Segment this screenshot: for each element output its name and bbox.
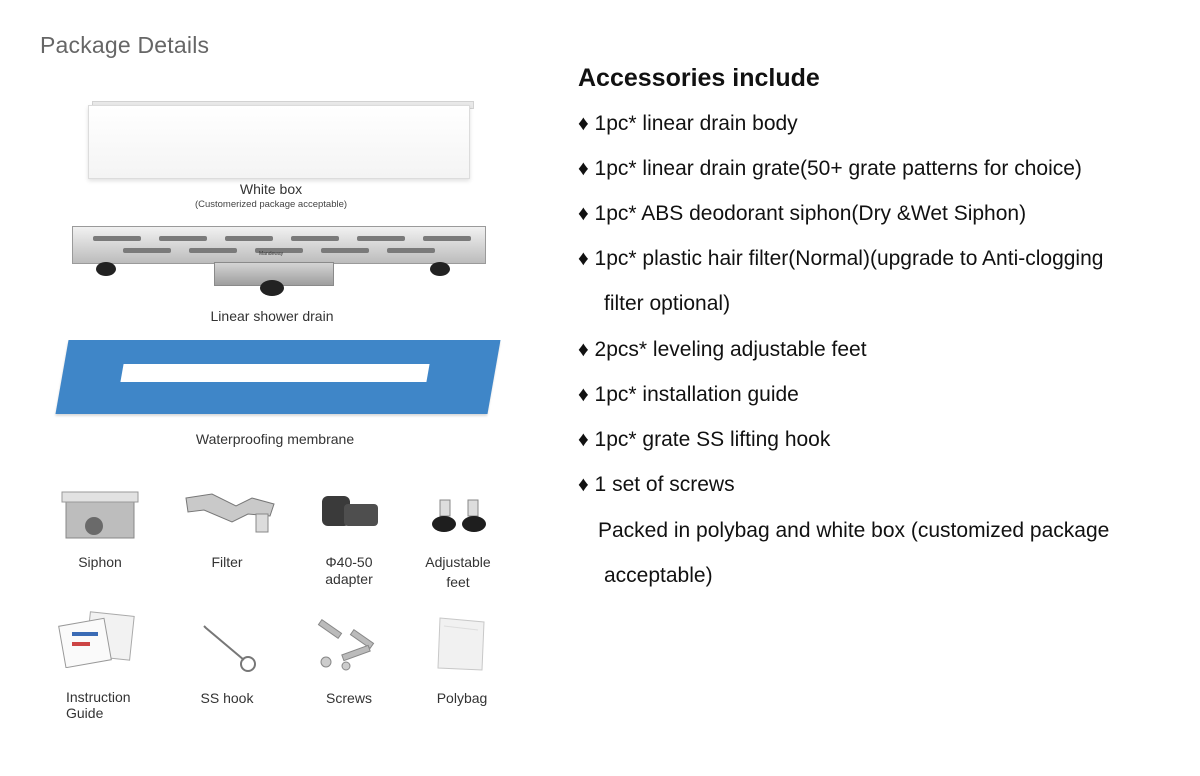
- accessory-item: ♦ 1pc* installation guide: [578, 383, 799, 406]
- screws-icon: [317, 618, 375, 671]
- accessories-title: Accessories include: [578, 64, 820, 92]
- white-box-image: [88, 105, 470, 179]
- linear-drain-image: Mandeway: [72, 226, 486, 264]
- thumb-filter-label: Filter: [211, 554, 243, 570]
- white-box-sublabel: (Customerized package acceptable): [194, 199, 348, 210]
- accessory-item: ♦ 1pc* grate SS lifting hook: [578, 428, 831, 451]
- accessory-item: ♦ 1 set of screws: [578, 473, 735, 496]
- ss-hook-icon: [203, 625, 256, 672]
- linear-drain-label: Linear shower drain: [210, 308, 334, 324]
- thumb-screws-label: Screws: [326, 690, 372, 706]
- accessory-item: ♦ 1pc* linear drain body: [578, 112, 798, 135]
- thumb-polybag-label: Polybag: [436, 690, 488, 706]
- membrane-opening: [120, 364, 430, 382]
- thumb-feet-label: Adjustable: [425, 554, 491, 570]
- thumb-adapter-label2: adapter: [325, 571, 373, 587]
- thumb-guide-label2: Guide: [66, 705, 104, 721]
- thumb-adapter-label: Φ40-50: [325, 554, 373, 570]
- drain-outlet: [260, 280, 284, 296]
- membrane-label: Waterproofing membrane: [195, 431, 355, 447]
- thumb-siphon-label: Siphon: [78, 554, 122, 570]
- white-box-label: White box: [239, 181, 303, 197]
- thumb-feet-label2: feet: [446, 574, 470, 590]
- siphon-icon: [61, 491, 139, 539]
- packaging-note: Packed in polybag and white box (customi…: [598, 519, 1110, 542]
- accessory-item-continuation: filter optional): [604, 292, 731, 315]
- drain-foot-right: [430, 262, 450, 276]
- polybag-icon: [437, 617, 485, 671]
- drain-brand-mark: Mandeway: [259, 251, 284, 257]
- thumb-hook-label: SS hook: [200, 690, 254, 706]
- accessory-item: ♦ 1pc* plastic hair filter(Normal)(upgra…: [578, 247, 1104, 270]
- adjustable-feet-icon: [432, 499, 486, 532]
- thumb-guide-label: Instruction: [66, 689, 131, 705]
- drain-foot-left: [96, 262, 116, 276]
- filter-icon: [185, 493, 275, 533]
- packaging-note-continuation: acceptable): [604, 564, 713, 587]
- instruction-guide-icon: [58, 611, 135, 668]
- adapter-icon: [322, 496, 378, 526]
- accessory-item: ♦ 1pc* linear drain grate(50+ grate patt…: [578, 157, 1082, 180]
- package-illustration: White box (Customerized package acceptab…: [0, 0, 560, 776]
- accessory-item: ♦ 1pc* ABS deodorant siphon(Dry &Wet Sip…: [578, 202, 1027, 225]
- page-title: Package Details: [40, 32, 210, 58]
- accessory-item: ♦ 2pcs* leveling adjustable feet: [578, 338, 867, 361]
